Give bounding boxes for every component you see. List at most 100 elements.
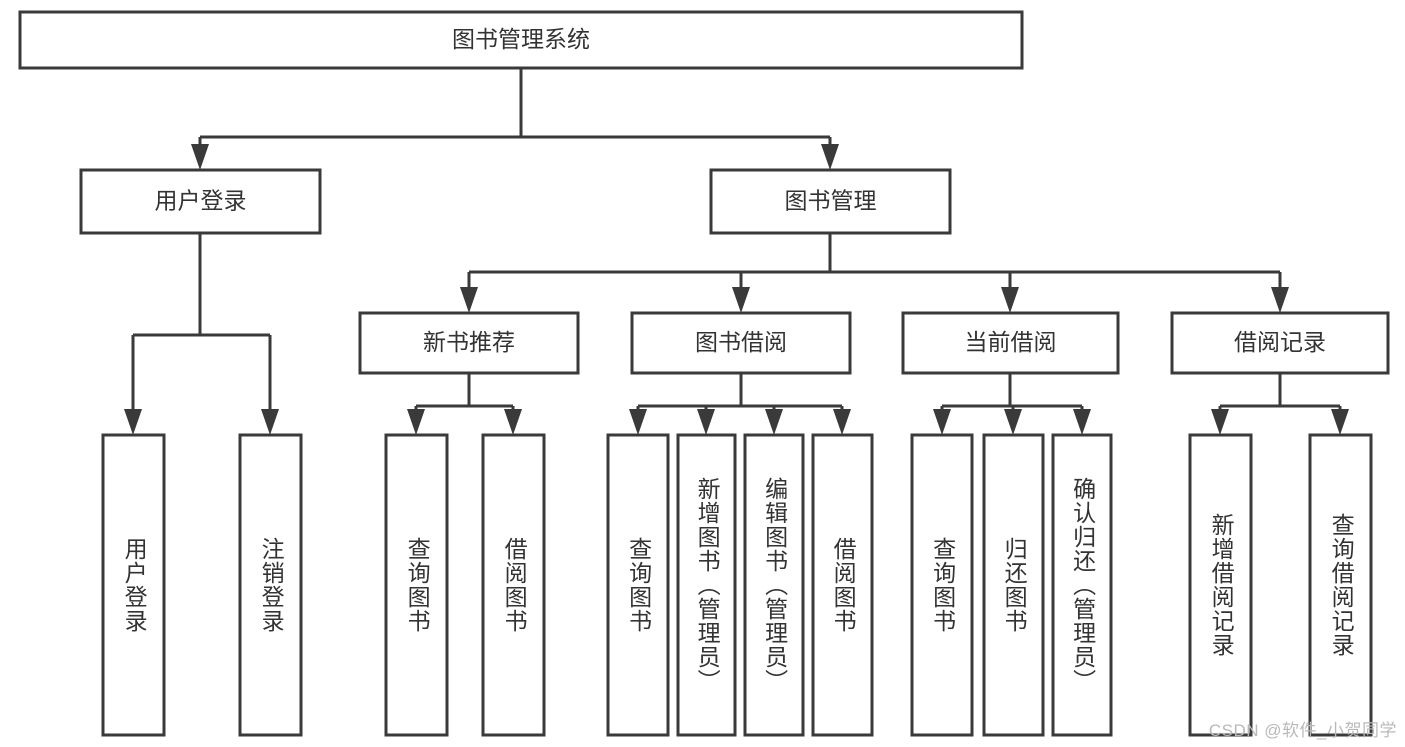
- arrow-head-icon: [833, 409, 851, 435]
- node-label: 借阅记录: [1234, 329, 1326, 355]
- level1-node-1[interactable]: 图书管理: [709, 168, 952, 235]
- node-label: 新书推荐: [423, 329, 515, 355]
- arrow-head-icon: [1331, 409, 1349, 435]
- node-label-container: 查询图书: [929, 537, 956, 633]
- node-label: 新增借阅记录: [1208, 513, 1235, 657]
- node-label: 当前借阅: [965, 329, 1057, 355]
- node-box[interactable]: [238, 433, 303, 737]
- connector-borrow-to-leaves: [629, 373, 851, 435]
- node-label-container: 查询图书: [625, 537, 652, 633]
- connector-layer: [124, 68, 1349, 435]
- node-label: 图书管理系统: [452, 26, 590, 52]
- arrow-head-icon: [1004, 409, 1022, 435]
- node-box[interactable]: [18, 10, 1024, 70]
- node-box[interactable]: [811, 433, 874, 737]
- node-label-container: 注销登录: [258, 537, 285, 633]
- arrow-head-icon: [933, 409, 951, 435]
- connector-current-to-leaves: [933, 373, 1091, 435]
- node-label: 用户登录: [155, 188, 247, 214]
- node-box[interactable]: [901, 311, 1120, 375]
- arrow-head-icon: [821, 144, 839, 170]
- level2-node-0[interactable]: 新书推荐: [358, 311, 580, 375]
- node-box[interactable]: [709, 168, 952, 235]
- node-label: 图书管理: [785, 188, 877, 214]
- node-label-container: 新增借阅记录: [1208, 513, 1235, 657]
- arrow-head-icon: [697, 409, 715, 435]
- leaf-node-4[interactable]: 查询图书: [606, 433, 670, 737]
- arrow-head-icon: [504, 409, 522, 435]
- node-box[interactable]: [630, 311, 852, 375]
- connector-newbook-to-leaves: [407, 373, 522, 435]
- leaf-node-1[interactable]: 注销登录: [238, 433, 303, 737]
- node-box[interactable]: [101, 433, 166, 737]
- node-label: 新增图书（管理员）: [694, 477, 721, 693]
- leaf-node-9[interactable]: 归还图书: [982, 433, 1045, 737]
- node-box[interactable]: [910, 433, 974, 737]
- connector-userlogin-to-leaves: [124, 233, 279, 435]
- arrow-head-icon: [191, 144, 209, 170]
- root-node-图书管理系统[interactable]: 图书管理系统: [18, 10, 1024, 70]
- level2-node-3[interactable]: 借阅记录: [1170, 311, 1390, 375]
- node-label-container: 查询图书: [404, 537, 431, 633]
- node-label-container: 新增图书（管理员）: [694, 477, 721, 693]
- arrow-head-icon: [1271, 287, 1289, 313]
- node-label: 查询图书: [404, 537, 431, 633]
- node-label-container: 查询借阅记录: [1328, 513, 1355, 657]
- leaf-node-6[interactable]: 编辑图书（管理员）: [743, 433, 805, 737]
- connector-root-to-level1: [191, 68, 839, 170]
- node-label: 编辑图书（管理员）: [761, 477, 788, 693]
- node-box[interactable]: [606, 433, 670, 737]
- arrow-head-icon: [124, 409, 142, 435]
- node-label-container: 用户登录: [121, 537, 148, 633]
- leaf-node-0[interactable]: 用户登录: [101, 433, 166, 737]
- arrow-head-icon: [261, 409, 279, 435]
- node-box[interactable]: [1188, 433, 1253, 737]
- node-box[interactable]: [1170, 311, 1390, 375]
- level2-node-2[interactable]: 当前借阅: [901, 311, 1120, 375]
- node-label: 图书借阅: [695, 329, 787, 355]
- leaf-node-5[interactable]: 新增图书（管理员）: [676, 433, 737, 737]
- connector-bookmgmt-to-level2: [460, 233, 1289, 313]
- leaf-node-7[interactable]: 借阅图书: [811, 433, 874, 737]
- node-label-container: 确认归还（管理员）: [1069, 477, 1096, 693]
- arrow-head-icon: [407, 409, 425, 435]
- arrow-head-icon: [732, 287, 750, 313]
- node-box[interactable]: [676, 433, 737, 737]
- connector-record-to-leaves: [1211, 373, 1349, 435]
- node-label-container: 借阅图书: [830, 537, 857, 633]
- node-label: 确认归还（管理员）: [1069, 477, 1096, 693]
- arrow-head-icon: [1001, 287, 1019, 313]
- leaf-node-8[interactable]: 查询图书: [910, 433, 974, 737]
- leaf-node-10[interactable]: 确认归还（管理员）: [1051, 433, 1113, 737]
- node-label: 注销登录: [258, 537, 285, 633]
- node-box[interactable]: [982, 433, 1045, 737]
- leaf-node-12[interactable]: 查询借阅记录: [1308, 433, 1373, 737]
- arrow-head-icon: [629, 409, 647, 435]
- node-box[interactable]: [1308, 433, 1373, 737]
- node-box[interactable]: [1051, 433, 1113, 737]
- leaf-node-11[interactable]: 新增借阅记录: [1188, 433, 1253, 737]
- node-label: 归还图书: [1001, 537, 1028, 633]
- node-label: 用户登录: [121, 537, 148, 633]
- node-label-container: 编辑图书（管理员）: [761, 477, 788, 693]
- leaf-node-2[interactable]: 查询图书: [384, 433, 449, 737]
- arrow-head-icon: [765, 409, 783, 435]
- level2-node-1[interactable]: 图书借阅: [630, 311, 852, 375]
- leaf-node-3[interactable]: 借阅图书: [481, 433, 546, 737]
- arrow-head-icon: [1073, 409, 1091, 435]
- node-box[interactable]: [358, 311, 580, 375]
- node-box[interactable]: [481, 433, 546, 737]
- node-box[interactable]: [743, 433, 805, 737]
- node-box[interactable]: [384, 433, 449, 737]
- node-label: 借阅图书: [501, 537, 528, 633]
- node-label: 借阅图书: [830, 537, 857, 633]
- arrow-head-icon: [460, 287, 478, 313]
- level1-node-0[interactable]: 用户登录: [79, 168, 322, 235]
- node-label: 查询图书: [625, 537, 652, 633]
- node-label: 查询图书: [929, 537, 956, 633]
- node-label: 查询借阅记录: [1328, 513, 1355, 657]
- node-box[interactable]: [79, 168, 322, 235]
- arrow-head-icon: [1211, 409, 1229, 435]
